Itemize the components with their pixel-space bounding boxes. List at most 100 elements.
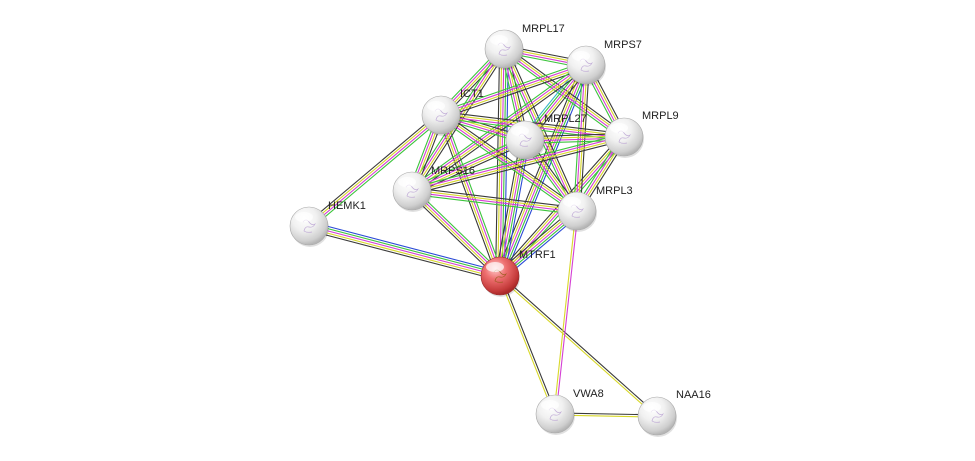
node-mrpl17[interactable]: MRPL17 xyxy=(484,23,565,70)
node-sphere[interactable] xyxy=(480,256,520,296)
edge-mrpl9-mrps16 xyxy=(410,133,626,195)
edge-line-black xyxy=(412,142,527,195)
edge-line-yellow xyxy=(440,65,587,117)
protein-structure-icon xyxy=(434,108,448,122)
edge-line-yellow xyxy=(411,189,578,211)
node-label: MTRF1 xyxy=(519,249,556,261)
edge-line-black xyxy=(441,67,588,119)
edge-line-magenta xyxy=(411,191,578,213)
edge-mrps7-ict1 xyxy=(439,61,588,119)
edge-line-black xyxy=(495,48,501,277)
node-highlight xyxy=(563,197,581,207)
edge-line-magenta xyxy=(575,64,586,212)
edge-line-magenta xyxy=(440,63,587,115)
node-sphere[interactable] xyxy=(604,117,644,157)
node-label: ICT1 xyxy=(460,88,484,100)
node-mrpl3[interactable]: MRPL3 xyxy=(557,185,633,232)
protein-structure-icon xyxy=(617,130,631,144)
node-label: HEMK1 xyxy=(328,200,366,212)
node-sphere[interactable] xyxy=(289,206,329,246)
edge-mtrf1-mrps16 xyxy=(409,188,503,279)
node-highlight xyxy=(398,177,416,187)
node-mrps7[interactable]: MRPS7 xyxy=(566,39,642,86)
node-mrpl9[interactable]: MRPL9 xyxy=(604,110,679,158)
node-sphere[interactable] xyxy=(557,191,597,231)
edge-line-black xyxy=(307,229,500,281)
edge-line-magenta xyxy=(555,210,579,415)
node-sphere[interactable] xyxy=(392,171,432,211)
edge-line-magenta xyxy=(411,135,625,191)
node-highlight xyxy=(427,101,445,111)
edge-ict1-mrpl3 xyxy=(438,111,580,215)
protein-structure-icon xyxy=(650,409,664,423)
edge-line-black xyxy=(413,67,589,195)
node-highlight xyxy=(572,51,590,61)
edge-line-black xyxy=(409,192,499,279)
edge-mrps7-mrpl3 xyxy=(573,64,590,212)
node-sphere[interactable] xyxy=(566,45,606,85)
node-highlight xyxy=(541,400,559,410)
node-hemk1[interactable]: HEMK1 xyxy=(289,200,366,247)
edge-line-black xyxy=(411,187,578,209)
node-vwa8[interactable]: VWA8 xyxy=(535,388,604,435)
edge-line-yellow xyxy=(411,140,527,193)
edge-line-yellow xyxy=(497,63,585,276)
protein-structure-icon xyxy=(570,204,584,218)
edge-line-yellow xyxy=(411,137,625,193)
node-mtrf1[interactable]: MTRF1 xyxy=(480,249,556,297)
edge-hemk1-ict1 xyxy=(306,111,444,230)
edge-line-yellow xyxy=(307,227,500,279)
node-sphere[interactable] xyxy=(484,29,524,69)
node-sphere[interactable] xyxy=(637,396,677,436)
edge-line-black xyxy=(495,62,583,275)
edge-line-green xyxy=(410,136,525,189)
edge-mrps16-mrpl3 xyxy=(411,187,578,215)
edge-line-yellow xyxy=(307,113,441,226)
node-label: MRPS16 xyxy=(431,165,475,177)
edge-line-black xyxy=(442,111,580,209)
edge-line-magenta xyxy=(439,115,577,213)
node-sphere[interactable] xyxy=(505,120,545,160)
node-mrps16[interactable]: MRPS16 xyxy=(392,165,475,212)
node-highlight xyxy=(486,262,504,272)
edge-line-green xyxy=(413,188,503,275)
node-highlight xyxy=(295,212,313,222)
protein-structure-icon xyxy=(497,42,511,56)
node-highlight xyxy=(643,402,661,412)
node-naa16[interactable]: NAA16 xyxy=(637,389,711,437)
edge-line-magenta xyxy=(308,225,501,277)
node-sphere[interactable] xyxy=(535,394,575,434)
node-highlight xyxy=(490,35,508,45)
protein-structure-icon xyxy=(518,133,532,147)
node-label: MRPL9 xyxy=(642,110,679,122)
edge-line-black xyxy=(306,111,440,225)
edge-line-black xyxy=(500,275,557,415)
node-sphere[interactable] xyxy=(421,95,461,135)
edge-line-magenta xyxy=(309,115,443,228)
edge-line-yellow xyxy=(577,64,588,212)
edge-mrpl27-mrps16 xyxy=(410,136,527,195)
edge-line-yellow xyxy=(497,48,503,277)
node-ict1[interactable]: ICT1 xyxy=(421,88,484,136)
edge-mtrf1-hemk1 xyxy=(307,221,502,281)
edge-line-magenta xyxy=(412,189,502,276)
node-label: MRPL27 xyxy=(544,113,587,125)
edge-line-green xyxy=(501,51,623,141)
edges-layer xyxy=(306,45,659,418)
edge-mtrf1-naa16 xyxy=(498,274,659,418)
node-mrpl27[interactable]: MRPL27 xyxy=(505,113,587,161)
node-highlight xyxy=(511,126,529,136)
protein-structure-icon xyxy=(548,407,562,421)
edge-line-green xyxy=(310,116,444,230)
edge-line-yellow xyxy=(553,210,577,415)
node-label: NAA16 xyxy=(676,389,711,401)
edge-line-yellow xyxy=(441,113,579,211)
edge-line-magenta xyxy=(410,63,586,191)
edge-line-green xyxy=(309,223,502,275)
edge-mtrf1-vwa8 xyxy=(498,275,557,415)
edge-line-yellow xyxy=(498,275,555,415)
node-label: MRPL17 xyxy=(522,23,565,35)
edge-vwa8-mrpl3 xyxy=(553,210,579,415)
edge-line-black xyxy=(579,64,590,212)
